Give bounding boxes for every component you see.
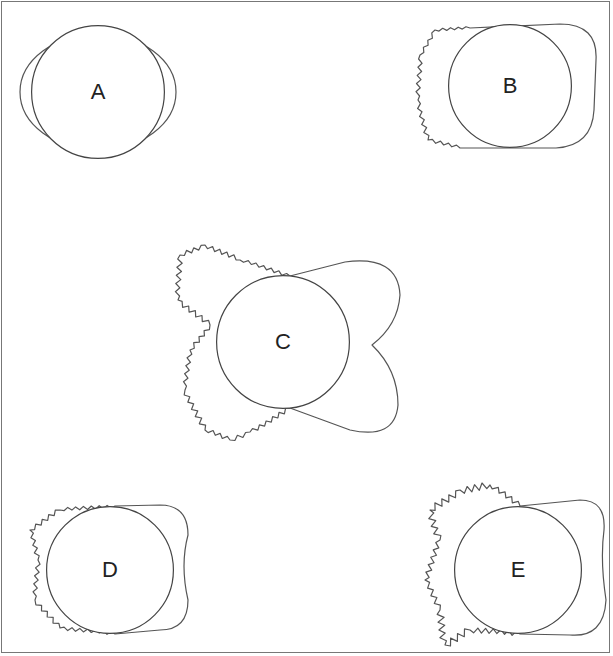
circle-shape [32,26,165,159]
cell-label: E [511,557,526,583]
cell-outline [425,483,606,646]
cell-outline [416,24,596,148]
cell-outline [175,245,400,441]
cell-circle: D [46,506,174,634]
circle-shape [449,25,572,148]
cell-label: D [102,557,118,583]
circle-shape [455,507,582,634]
cell-circle: A [31,25,165,159]
cell-label: A [91,79,106,105]
circle-shape [217,276,350,409]
cell-label: C [275,329,291,355]
cell-outline [30,505,188,634]
cell-label: B [503,73,518,99]
cell-circle: B [448,24,572,148]
circle-shape [47,507,174,634]
cell-circle: C [216,275,350,409]
cell-circle: E [454,506,582,634]
